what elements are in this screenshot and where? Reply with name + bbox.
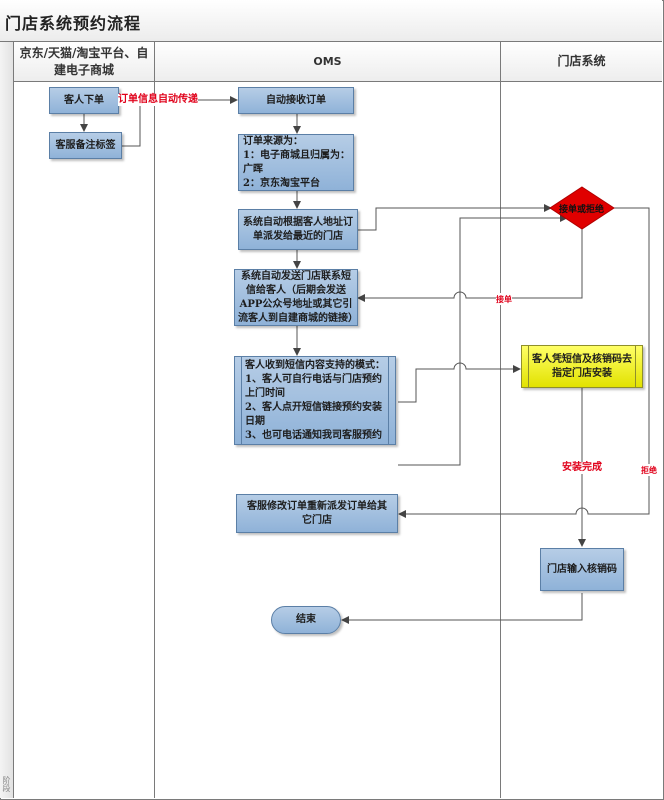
node-auto-dispatch[interactable]: 系统自动根据客人地址订单派发给最近的门店 <box>238 209 358 250</box>
node-order-source[interactable]: 订单来源为： 1：电子商城且归属为： 广晖 2：京东淘宝平台 <box>238 134 354 191</box>
decision-label: 接单或拒绝 <box>559 205 605 215</box>
node-store-verify-label: 门店输入核销码 <box>547 563 617 575</box>
edge-decision-accept <box>357 229 583 302</box>
lane-divider-1 <box>154 42 155 798</box>
phase-label: 阶段 <box>2 776 11 792</box>
diagram-title: 门店系统预约流程 <box>5 14 142 33</box>
edge-label-install-done: 安装完成 <box>562 462 602 474</box>
lane-divider-2 <box>500 42 501 798</box>
lane-label-store: 门店系统 <box>557 54 606 68</box>
lane-header-oms: OMS <box>155 42 500 82</box>
edge-verify-to-end <box>341 593 583 624</box>
node-cs-redispatch-label: 客服修改订单重新派发订单给其它门店 <box>247 500 387 526</box>
node-auto-receive-label: 自动接收订单 <box>266 94 326 106</box>
edge-label-auto-transfer: 订单信息自动传递 <box>118 94 198 106</box>
edge-dispatch-to-decision <box>358 204 552 231</box>
edge-tag-to-transfer <box>122 100 141 147</box>
edge-label-accept: 接单 <box>496 293 512 305</box>
node-cs-tag[interactable]: 客服备注标签 <box>49 132 122 159</box>
node-auto-sms-label: 系统自动发送门店联系短信给客人（后期会发送APP公众号地址或其它引流客人到自建商… <box>238 270 358 324</box>
edge-redispatch-to-decision <box>398 214 568 466</box>
node-cs-tag-label: 客服备注标签 <box>55 139 116 151</box>
edge-label-reject: 拒绝 <box>641 464 657 476</box>
order-source-line-3: 广晖 <box>243 163 263 175</box>
node-auto-receive[interactable]: 自动接收订单 <box>238 87 354 114</box>
order-source-line-1: 订单来源为： <box>243 135 303 147</box>
node-store-install-label: 客人凭短信及核销码去指定门店安装 <box>532 353 632 379</box>
edge-modes-to-install <box>398 362 521 403</box>
title-bar: 门店系统预约流程 <box>0 0 662 42</box>
decision-diamond <box>549 186 615 230</box>
node-cs-redispatch[interactable]: 客服修改订单重新派发订单给其它门店 <box>236 494 398 533</box>
order-source-line-4: 2：京东淘宝平台 <box>243 177 320 189</box>
node-end[interactable]: 结束 <box>271 606 341 634</box>
lane-label-oms: OMS <box>313 55 342 68</box>
edge-decision-reject <box>398 207 650 518</box>
sms-modes-line-2: 1、客人可自行电话与门店预约上门时间 <box>245 373 382 399</box>
lane-header-store: 门店系统 <box>501 42 662 82</box>
node-auto-dispatch-label: 系统自动根据客人地址订单派发给最近的门店 <box>243 216 353 242</box>
lane-label-platform: 京东/天猫/淘宝平台、自建电子商城 <box>19 45 149 77</box>
node-end-label: 结束 <box>296 614 316 625</box>
sms-modes-line-4: 3、也可电话通知我司客服预约 <box>245 429 382 441</box>
phase-strip: 阶段 <box>0 42 14 798</box>
sms-modes-line-1: 客人收到短信内容支持的模式： <box>245 359 385 371</box>
sms-modes-line-3: 2、客人点开短信链接预约安装日期 <box>245 401 382 427</box>
order-source-line-2: 1：电子商城且归属为： <box>243 149 350 161</box>
node-auto-sms[interactable]: 系统自动发送门店联系短信给客人（后期会发送APP公众号地址或其它引流客人到自建商… <box>234 269 358 326</box>
node-customer-order-label: 客人下单 <box>64 94 104 106</box>
node-store-install[interactable]: 客人凭短信及核销码去指定门店安装 <box>521 345 643 388</box>
node-store-verify[interactable]: 门店输入核销码 <box>540 548 624 591</box>
node-customer-order[interactable]: 客人下单 <box>49 87 119 114</box>
lane-header-platform: 京东/天猫/淘宝平台、自建电子商城 <box>14 42 154 82</box>
node-sms-modes[interactable]: 客人收到短信内容支持的模式： 1、客人可自行电话与门店预约上门时间 2、客人点开… <box>234 356 396 445</box>
